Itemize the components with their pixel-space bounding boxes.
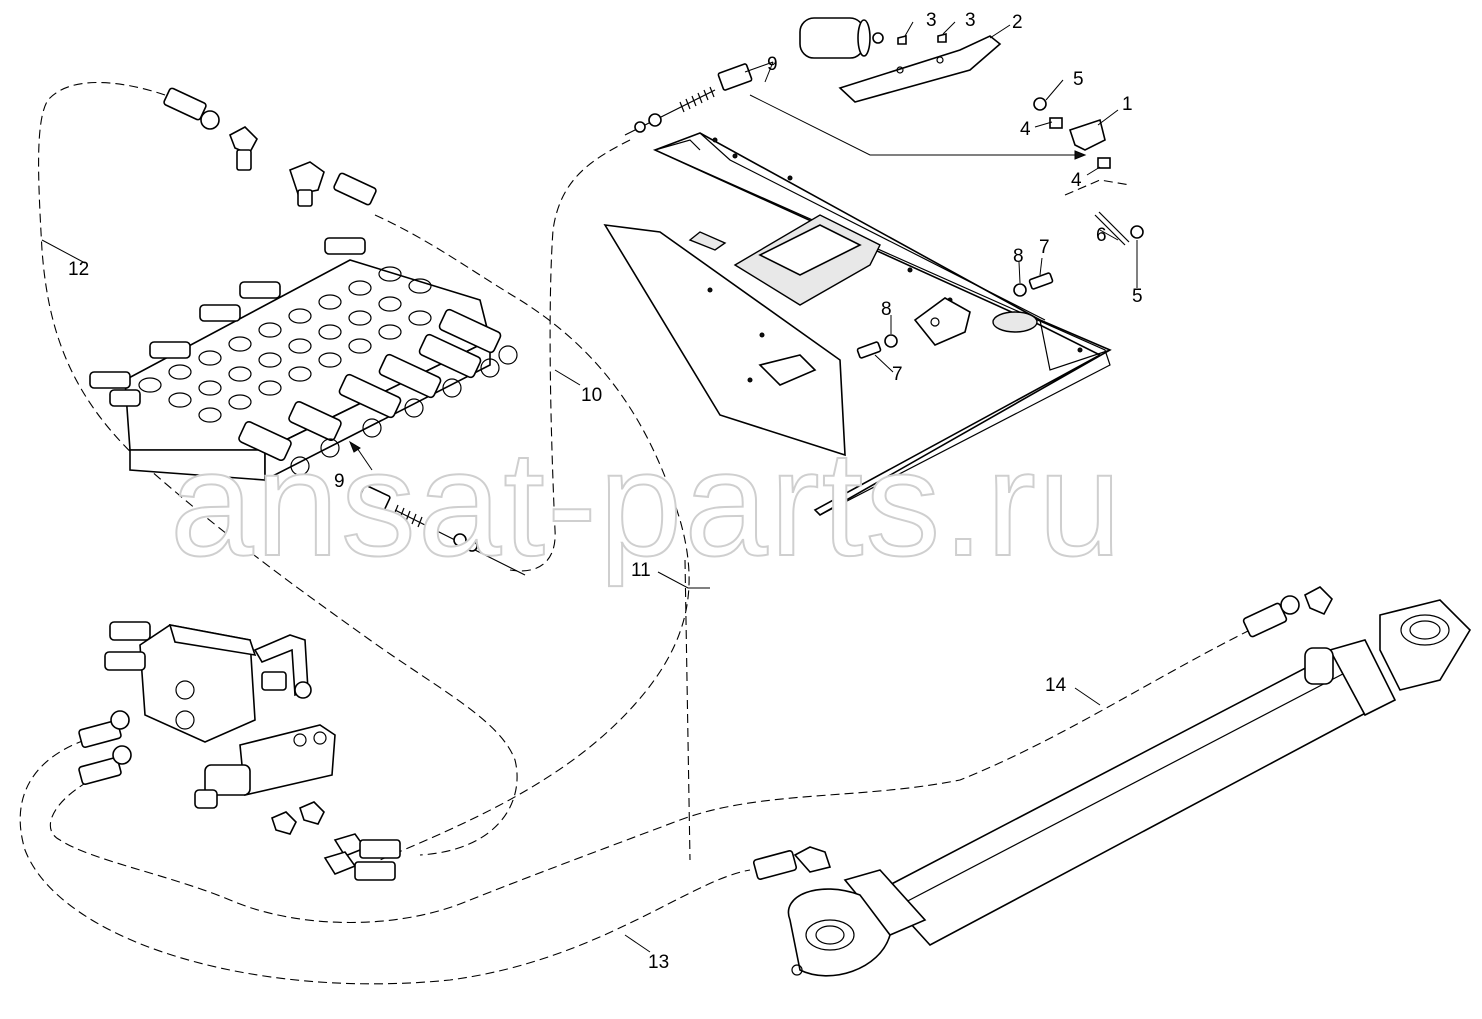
control-cable-upper [624,63,1087,160]
control-cable-lower [347,440,526,576]
callout-9a: 9 [767,54,778,75]
bracket-and-bolts [856,272,1054,359]
callout-9b: 9 [334,471,345,492]
callout-5b: 5 [1132,286,1143,307]
callout-3a: 3 [926,10,937,31]
control-valve-block [89,237,518,482]
hose-11 [509,139,691,861]
callout-6: 6 [1096,225,1107,246]
bottle-and-bracket [799,17,1002,103]
callout-12: 12 [68,259,89,280]
callout-3b: 3 [965,10,976,31]
callout-4a: 4 [1020,119,1031,140]
pilot-valve-assembly [78,621,401,881]
callout-8a: 8 [1013,246,1024,267]
hose-14 [49,629,1251,924]
callout-11: 11 [631,560,651,581]
callout-2: 2 [1012,12,1023,33]
callout-4b: 4 [1071,170,1082,191]
callout-1: 1 [1122,94,1133,115]
callout-7a: 7 [1039,237,1050,258]
hydraulic-cylinder [752,586,1472,977]
watermark: ansat-parts.ru [170,419,1123,587]
callout-7b: 7 [892,364,903,385]
callout-8b: 8 [881,299,892,320]
callout-labels: 1 2 3 3 4 4 5 5 6 7 7 8 8 9 9 10 11 12 1… [68,10,1143,973]
hose-12 [38,81,518,856]
callout-14: 14 [1045,675,1067,696]
hose-fittings-top-left [163,87,377,207]
callout-5a: 5 [1073,69,1084,90]
callout-13: 13 [648,952,669,973]
callout-10: 10 [581,385,602,406]
hose-10 [374,214,690,861]
hose-13 [19,739,751,985]
floor-plate [603,132,1112,516]
switch-assembly [1033,97,1144,246]
leader-lines [41,21,1138,953]
